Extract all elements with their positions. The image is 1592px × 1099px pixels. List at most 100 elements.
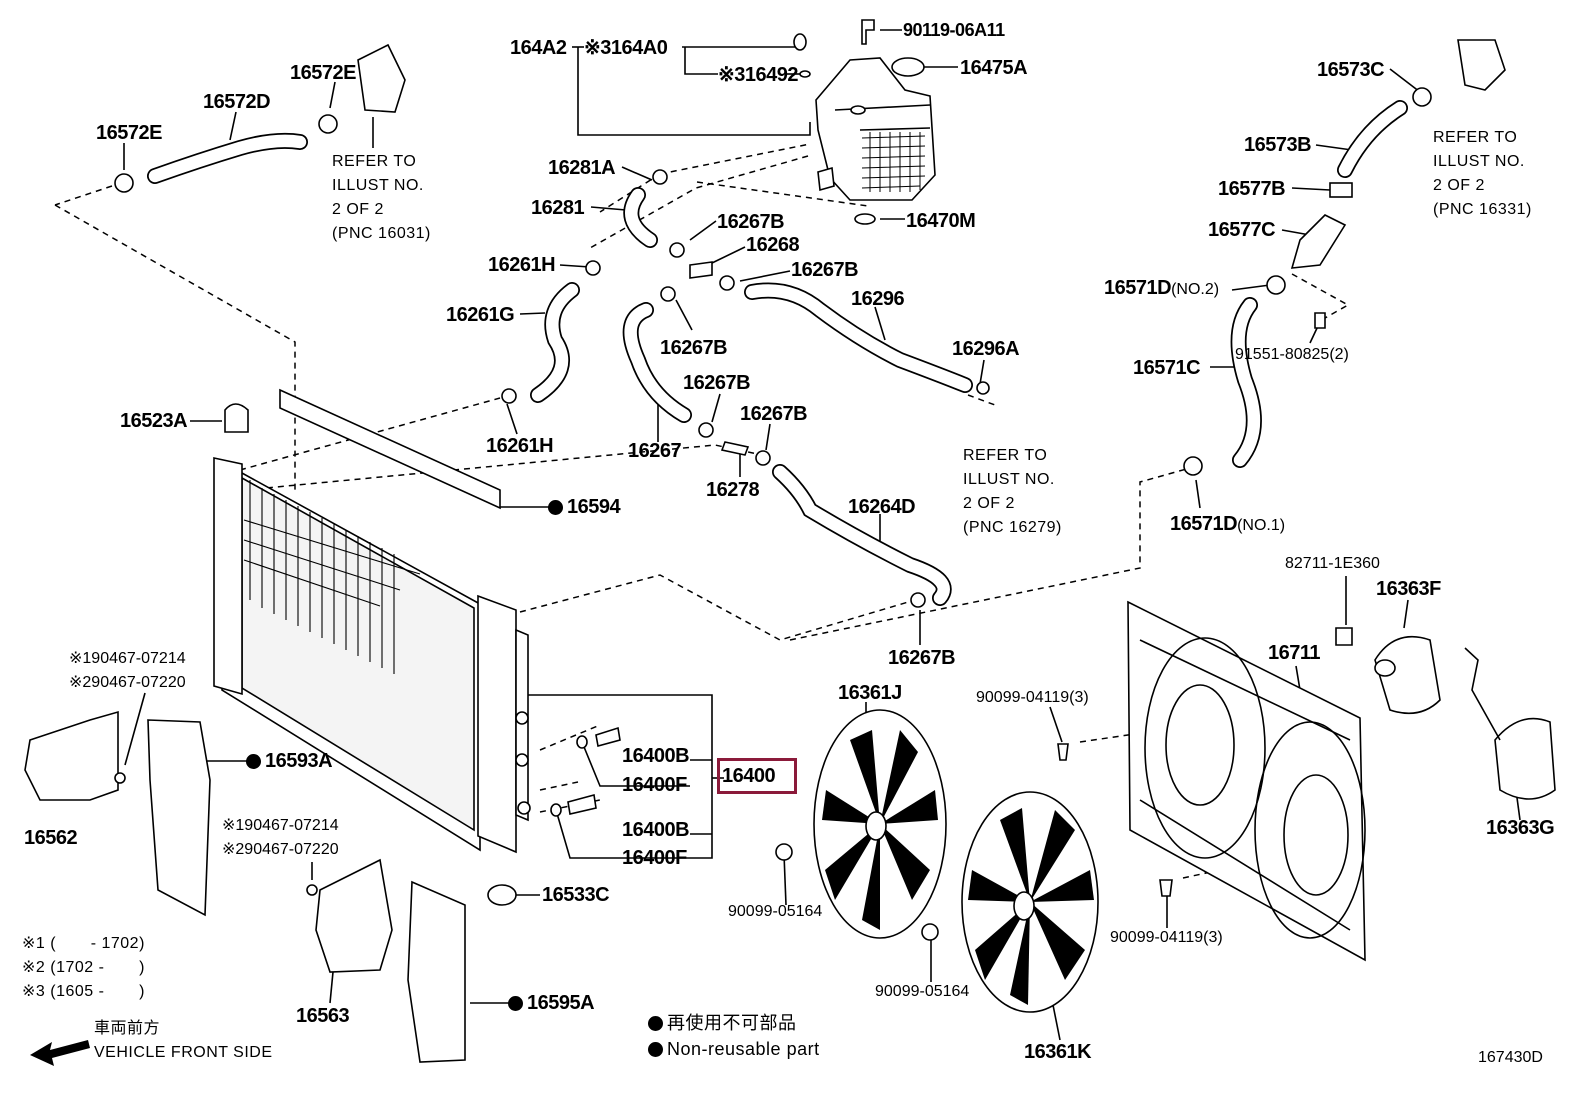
reservoir-tank (815, 57, 936, 201)
label-16595A: 16595A (508, 992, 595, 1014)
label-16572D: 16572D (203, 91, 271, 113)
label-16281A: 16281A (548, 157, 616, 179)
label-82711-1E360: 82711-1E360 (1285, 555, 1380, 572)
non-reusable-dot-icon (648, 1016, 663, 1031)
label-164A2: 164A2 (510, 37, 567, 59)
label-164A0: ※3164A0 (584, 37, 668, 59)
label-91551-80825: 91551-80825(2) (1235, 346, 1349, 363)
label-16594-number: 16594 (567, 496, 621, 518)
cap-164A0 (793, 33, 807, 51)
label-90099-05164-a: 90099-05164 (728, 903, 823, 920)
label-16593A-number: 16593A (265, 750, 333, 772)
label-16470M: 16470M (906, 210, 976, 232)
footnote-1: ※1 ( - 1702) (22, 935, 145, 952)
radiator (213, 388, 531, 854)
refer-note-line: 2 OF 2 (332, 201, 384, 218)
label-16296A: 16296A (952, 338, 1020, 360)
bolt-90099-04119-bot (1159, 879, 1173, 897)
fan-16361J (813, 709, 947, 939)
label-16268: 16268 (746, 234, 800, 256)
label-16361K: 16361K (1024, 1041, 1092, 1063)
label-16261H-top: 16261H (488, 254, 556, 276)
label-16281: 16281 (531, 197, 585, 219)
motor-16363G (1464, 647, 1556, 800)
label-90467-07220-a: ※290467-07220 (69, 674, 186, 691)
non-reusable-dot-icon (548, 500, 563, 515)
legend-jp-text: 再使用不可部品 (667, 1013, 797, 1033)
label-16573C: 16573C (1317, 59, 1385, 81)
refer-note-line: ILLUST NO. (963, 471, 1055, 488)
ring-16492 (799, 70, 811, 78)
label-16267: 16267 (628, 440, 682, 462)
refer-note-line: REFER TO (332, 153, 417, 170)
label-16593A: 16593A (246, 750, 333, 772)
refer-note-line: REFER TO (1433, 129, 1518, 146)
footnotes: ※1 ( - 1702) ※2 (1702 - ) ※3 (1605 - ) (22, 932, 145, 1004)
o-ring-16400F-lower (550, 803, 562, 817)
label-16571D-no2-suffix: (NO.2) (1171, 281, 1220, 298)
direction-en: VEHICLE FRONT SIDE (94, 1044, 273, 1061)
label-16492: ※316492 (718, 64, 799, 86)
label-16264D: 16264D (848, 496, 916, 518)
clip-90467-b (306, 884, 318, 896)
highlight-box (717, 758, 797, 794)
label-16563: 16563 (296, 1005, 350, 1027)
refer-note-16031: REFER TO ILLUST NO. 2 OF 2 (PNC 16031) (332, 150, 431, 246)
label-16523A: 16523A (120, 410, 188, 432)
legend: 再使用不可部品 Non-reusable part (648, 1010, 820, 1062)
label-16267B-6: 16267B (888, 647, 956, 669)
fan-shroud-16711 (1127, 600, 1366, 962)
cap-16470M (854, 213, 876, 225)
refer-note-line: 2 OF 2 (1433, 177, 1485, 194)
clamps (114, 39, 1506, 608)
vehicle-front-side: 車両前方 VEHICLE FRONT SIDE (94, 1017, 273, 1065)
vehicle-front-arrow-icon (30, 1040, 90, 1066)
legend-jp: 再使用不可部品 (648, 1010, 820, 1036)
label-16267B-5: 16267B (740, 403, 808, 425)
label-16577C: 16577C (1208, 219, 1276, 241)
motor-16363F (1374, 636, 1441, 715)
label-16267B-3: 16267B (660, 337, 728, 359)
label-16595A-number: 16595A (527, 992, 595, 1014)
label-16400: 16400 (722, 765, 776, 787)
label-16400B-b: 16400B (622, 819, 690, 841)
hoses (147, 100, 1408, 606)
cushion-16533C (487, 884, 517, 906)
label-16571D-no2-number: 16571D (1104, 277, 1172, 299)
label-16400F-a: 16400F (622, 774, 687, 796)
nut-90099-05164-b (921, 923, 939, 941)
refer-note-line: 2 OF 2 (963, 495, 1015, 512)
label-16296: 16296 (851, 288, 905, 310)
duct-16563 (315, 858, 393, 973)
label-16571D-no1-suffix: (NO.1) (1237, 517, 1286, 534)
label-16278: 16278 (706, 479, 760, 501)
refer-note-line: (PNC 16279) (963, 519, 1062, 536)
label-16361J: 16361J (838, 682, 902, 704)
diagram-id: 167430D (1478, 1049, 1543, 1066)
duct-16562 (24, 710, 119, 801)
refer-note-line: ILLUST NO. (1433, 153, 1525, 170)
nut-90099-05164-a (775, 843, 793, 861)
label-90467-07214-b: ※190467-07214 (222, 817, 339, 834)
label-16571D-no1: 16571D(NO.1) (1170, 514, 1285, 534)
refer-note-16279: REFER TO ILLUST NO. 2 OF 2 (PNC 16279) (963, 444, 1062, 540)
label-16711: 16711 (1268, 642, 1321, 664)
label-16267B-4: 16267B (683, 372, 751, 394)
label-16400B-a: 16400B (622, 745, 690, 767)
legend-en-text: Non-reusable part (667, 1039, 820, 1059)
seal-16595A (407, 880, 466, 1063)
label-90099-04119-top: 90099-04119(3) (976, 689, 1089, 706)
drain-plug-16400B-upper (595, 726, 621, 748)
bolt-90119 (861, 19, 875, 45)
non-reusable-dot-icon (508, 996, 523, 1011)
label-16261H-bot: 16261H (486, 435, 554, 457)
label-16267B-1: 16267B (717, 211, 785, 233)
drain-plug-16400B-lower (567, 793, 597, 815)
direction-jp: 車両前方 (94, 1020, 161, 1037)
label-16594: 16594 (548, 496, 621, 518)
refer-note-line: ILLUST NO. (332, 177, 424, 194)
label-16573B: 16573B (1244, 134, 1312, 156)
label-16571C: 16571C (1133, 357, 1201, 379)
